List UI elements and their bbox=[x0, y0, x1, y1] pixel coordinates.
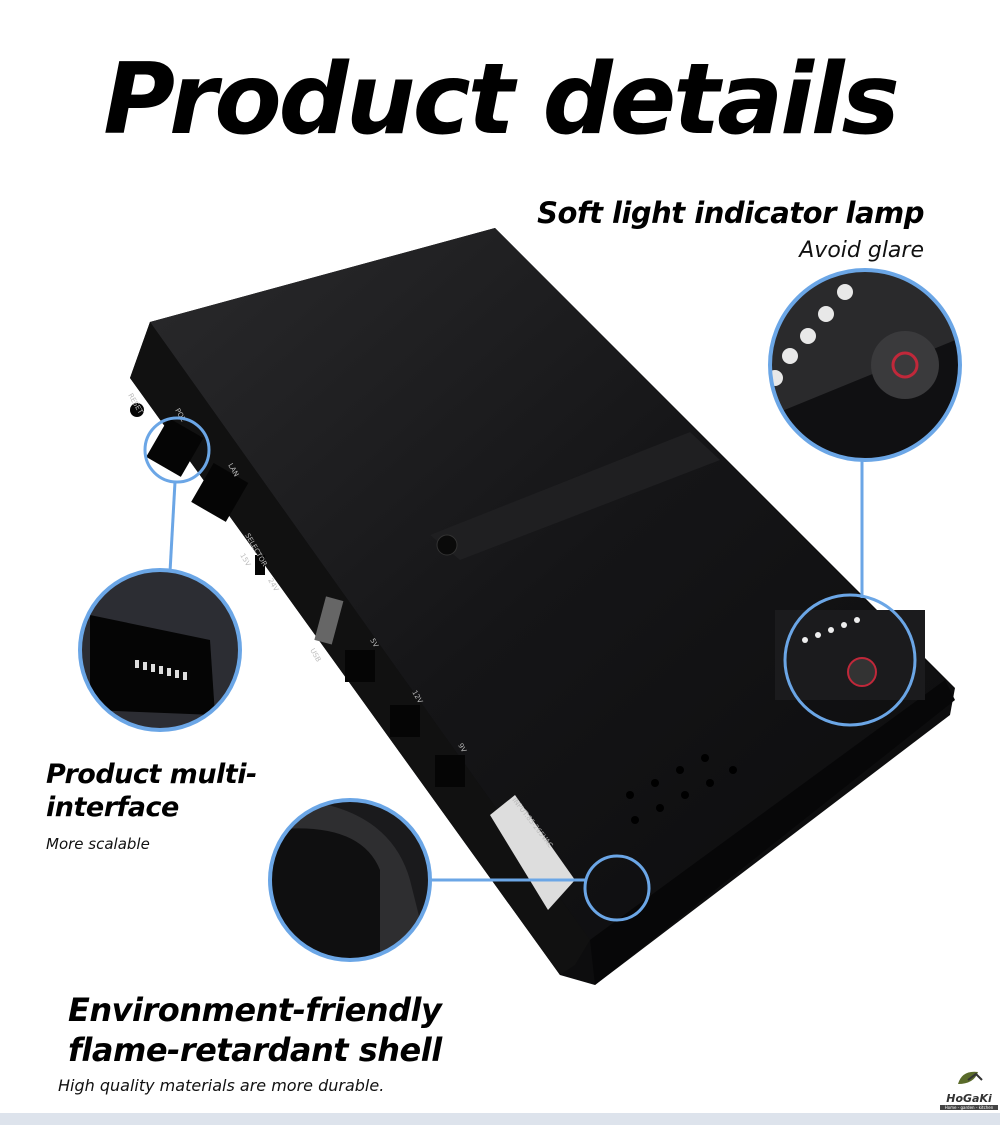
zoom-port bbox=[80, 570, 240, 730]
15v-label: 15V bbox=[238, 552, 252, 568]
zoom-shell bbox=[270, 800, 430, 960]
indicator-panel bbox=[775, 610, 925, 700]
feature-sub-interface: More scalable bbox=[46, 835, 150, 853]
page-title: Product details bbox=[103, 43, 900, 157]
feature-heading-indicator: Soft light indicator lamp bbox=[537, 196, 924, 230]
dc-12v bbox=[390, 705, 420, 737]
power-bank-device: RESET POE LAN SELECTOR 15V 24V USB 5V 12… bbox=[126, 228, 955, 985]
reset-hole bbox=[130, 403, 144, 417]
strap bbox=[430, 432, 720, 560]
lan-port bbox=[191, 462, 249, 522]
brand-logo: HoGaKi Home - garden - kitchen bbox=[940, 1068, 998, 1110]
power-button-icon bbox=[871, 331, 939, 399]
logo-tagline: Home - garden - kitchen bbox=[940, 1105, 998, 1110]
5v-label: 5V bbox=[368, 637, 380, 649]
button-dot bbox=[436, 534, 458, 556]
bottom-bar bbox=[0, 1113, 1000, 1125]
poe-port bbox=[146, 417, 204, 477]
usb-port bbox=[314, 596, 344, 645]
9v-label: 9V bbox=[456, 742, 468, 754]
dc-9v bbox=[435, 755, 465, 787]
feature-heading-shell: Environment-friendly flame-retardant she… bbox=[68, 991, 442, 1069]
selector-switch bbox=[255, 555, 265, 575]
feature-sub-shell: High quality materials are more durable. bbox=[58, 1076, 385, 1095]
indicator-small-leds bbox=[802, 617, 877, 687]
zoom-indicator-lamp bbox=[770, 270, 960, 460]
callout-lines bbox=[143, 416, 917, 922]
feature-heading-interface: Product multi-interface bbox=[46, 759, 257, 823]
feature-sub-indicator: Avoid glare bbox=[799, 238, 924, 263]
usb-label: USB bbox=[308, 647, 322, 664]
leaf-house-icon bbox=[958, 1071, 983, 1084]
logo-name: HoGaKi bbox=[946, 1092, 992, 1105]
vent-holes bbox=[626, 754, 737, 824]
dc-5v bbox=[345, 650, 375, 682]
